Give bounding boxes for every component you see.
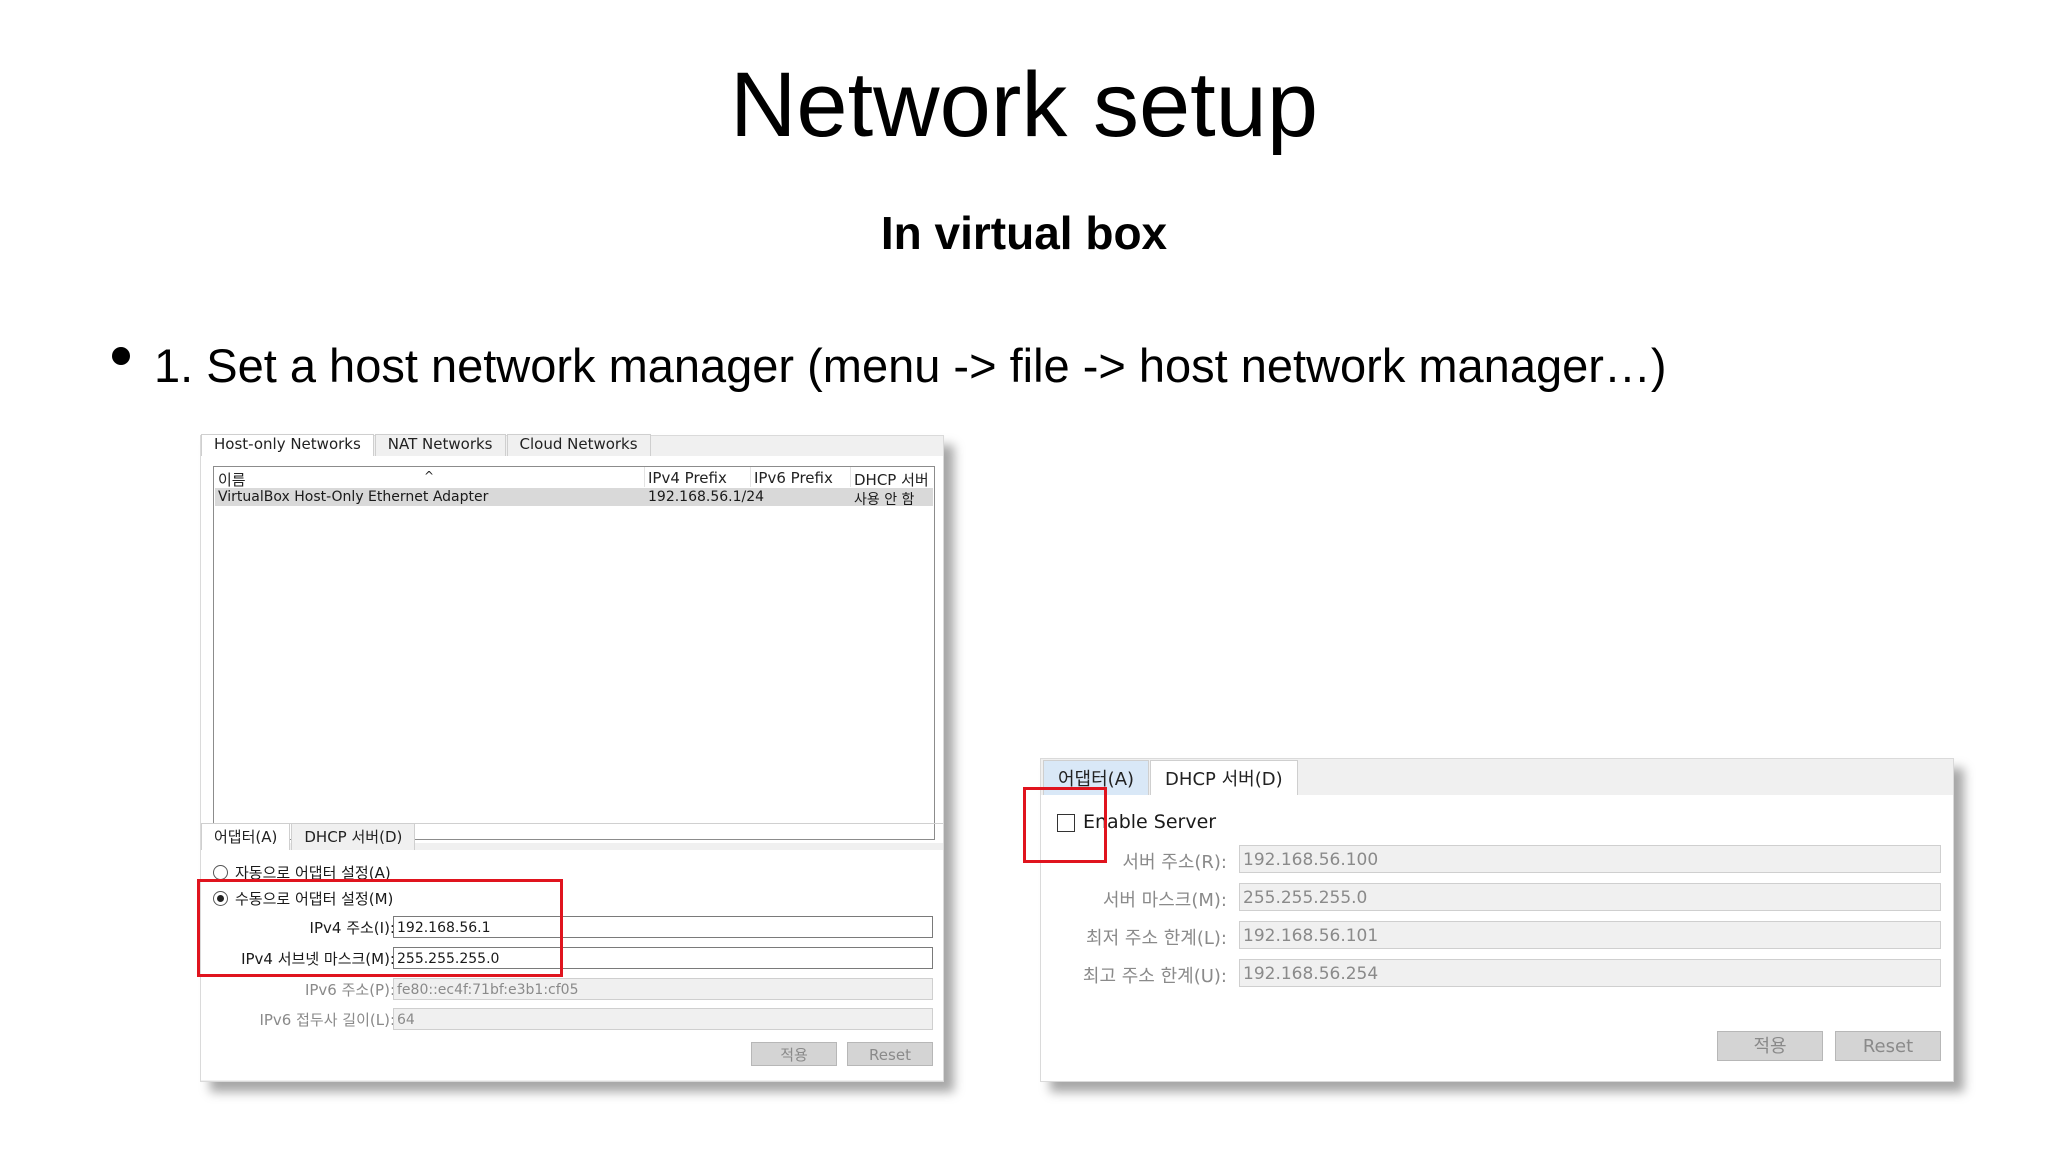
top-tabstrip: Host-only Networks NAT Networks Cloud Ne…	[201, 434, 652, 456]
enable-server-checkbox[interactable]	[1057, 814, 1075, 832]
tab-host-only-networks[interactable]: Host-only Networks	[201, 434, 374, 456]
radio-auto-configure[interactable]	[213, 865, 228, 880]
apply-button[interactable]: 적용	[1717, 1031, 1823, 1061]
sort-ascending-icon: ^	[424, 469, 435, 483]
row-ipv4-prefix: 192.168.56.1/24	[648, 489, 765, 505]
server-address-field[interactable]: 192.168.56.100	[1239, 845, 1941, 873]
radio-manual-configure-label[interactable]: 수동으로 어댑터 설정(M)	[235, 890, 394, 908]
server-mask-label: 서버 마스크(M):	[1102, 890, 1227, 911]
column-header-dhcp-server[interactable]: DHCP 서버	[854, 471, 929, 489]
network-list[interactable]: 이름 ^ IPv4 Prefix IPv6 Prefix DHCP 서버 Vir…	[213, 466, 935, 840]
ipv4-subnet-mask-label: IPv4 서브넷 마스크(M):	[241, 950, 395, 968]
adapter-tabstrip: 어댑터(A) DHCP 서버(D)	[201, 823, 416, 850]
ipv6-prefix-length-label: IPv6 접두사 길이(L):	[259, 1011, 395, 1029]
lower-address-bound-label: 최저 주소 한계(L):	[1086, 928, 1227, 949]
bullet-dot-icon	[112, 347, 130, 365]
upper-address-bound-label: 최고 주소 한계(U):	[1082, 966, 1227, 987]
row-dhcp-status: 사용 안 함	[854, 492, 915, 508]
host-network-manager-panel: Host-only Networks NAT Networks Cloud Ne…	[197, 434, 944, 1082]
tab-adapter[interactable]: 어댑터(A)	[1043, 760, 1150, 795]
highlight-box-enable-server	[1023, 787, 1107, 863]
dhcp-server-panel: 어댑터(A) DHCP 서버(D) Enable Server 서버 주소(R)…	[1023, 758, 1954, 1082]
ipv4-address-label: IPv4 주소(I):	[309, 919, 395, 937]
tab-cloud-networks[interactable]: Cloud Networks	[506, 434, 651, 456]
apply-button[interactable]: 적용	[751, 1042, 837, 1066]
divider	[201, 823, 943, 824]
ipv4-address-field[interactable]: 192.168.56.1	[393, 916, 933, 938]
row-adapter-name: VirtualBox Host-Only Ethernet Adapter	[218, 489, 489, 505]
ipv6-address-field: fe80::ec4f:71bf:e3b1:cf05	[393, 978, 933, 1000]
ipv6-address-label: IPv6 주소(P):	[304, 981, 395, 999]
tab-dhcp-server[interactable]: DHCP 서버(D)	[291, 823, 416, 850]
reset-button[interactable]: Reset	[1835, 1031, 1941, 1061]
tab-adapter[interactable]: 어댑터(A)	[201, 823, 291, 850]
column-header-ipv6-prefix[interactable]: IPv6 Prefix	[754, 469, 833, 487]
reset-button[interactable]: Reset	[847, 1042, 933, 1066]
radio-manual-configure[interactable]	[213, 891, 228, 906]
server-mask-field[interactable]: 255.255.255.0	[1239, 883, 1941, 911]
enable-server-label[interactable]: Enable Server	[1083, 811, 1217, 833]
slide-title: Network setup	[729, 54, 1319, 156]
column-header-ipv4-prefix[interactable]: IPv4 Prefix	[648, 469, 727, 487]
list-header: 이름 ^ IPv4 Prefix IPv6 Prefix DHCP 서버	[214, 467, 934, 489]
tab-dhcp-server[interactable]: DHCP 서버(D)	[1150, 760, 1298, 795]
server-address-label: 서버 주소(R):	[1122, 852, 1227, 873]
lower-address-bound-field[interactable]: 192.168.56.101	[1239, 921, 1941, 949]
radio-auto-configure-label[interactable]: 자동으로 어댑터 설정(A)	[235, 864, 391, 882]
table-row[interactable]: VirtualBox Host-Only Ethernet Adapter 19…	[215, 488, 933, 508]
dhcp-tabstrip: 어댑터(A) DHCP 서버(D)	[1043, 760, 1299, 795]
column-header-name[interactable]: 이름	[218, 471, 246, 489]
slide-subtitle: In virtual box	[880, 207, 1168, 259]
ipv4-subnet-mask-field[interactable]: 255.255.255.0	[393, 947, 933, 969]
upper-address-bound-field[interactable]: 192.168.56.254	[1239, 959, 1941, 987]
ipv6-prefix-length-field: 64	[393, 1008, 933, 1030]
highlight-box-manual-ipv4	[197, 879, 563, 977]
bullet-text: 1. Set a host network manager (menu -> f…	[154, 339, 1667, 392]
tab-nat-networks[interactable]: NAT Networks	[374, 434, 506, 456]
